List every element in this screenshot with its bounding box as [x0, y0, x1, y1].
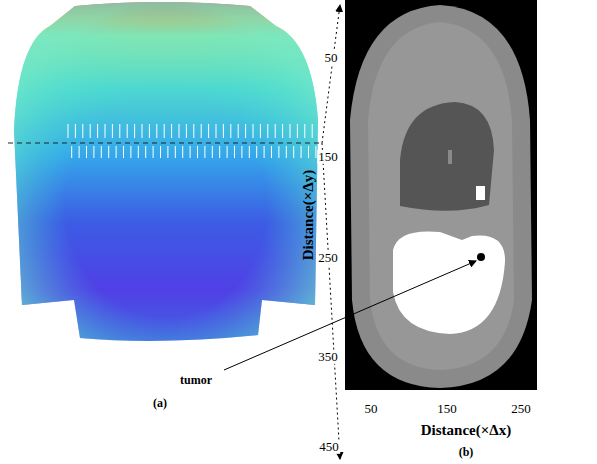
sensor-tick [112, 124, 113, 138]
sensor-tick [208, 124, 209, 138]
sensor-tick [249, 146, 250, 158]
sensor-tick [253, 124, 254, 138]
sensor-tick [297, 124, 298, 138]
sensor-tick [167, 146, 168, 158]
sensor-tick [234, 146, 235, 158]
sensor-tick [301, 146, 302, 158]
sensor-tick [271, 146, 272, 158]
sensor-tick [186, 124, 187, 138]
panel-label: (b) [459, 446, 474, 459]
sensor-tick [127, 124, 128, 138]
axis-tick: 50 [324, 51, 339, 65]
sensor-tick [282, 124, 283, 138]
lung-dark [400, 102, 494, 211]
axis-tick: 250 [317, 251, 339, 265]
body-tissue [368, 22, 514, 370]
sensor-tick [93, 146, 94, 158]
sensor-tick [105, 124, 106, 138]
sensor-tick [171, 124, 172, 138]
torso-shading [14, 2, 318, 341]
slice-line [8, 142, 320, 143]
leader-line [224, 261, 476, 370]
sensor-tick [175, 146, 176, 158]
sensor-tick [227, 146, 228, 158]
sensor-tick [201, 124, 202, 138]
sensor-tick [156, 124, 157, 138]
sensor-tick [216, 124, 217, 138]
axis-tick: 250 [510, 402, 532, 416]
sensor-tick [190, 146, 191, 158]
sensor-tick [223, 124, 224, 138]
projection-line [322, 5, 340, 143]
ct-background [345, 0, 537, 390]
sensor-tick [130, 146, 131, 158]
axis-tick: 150 [317, 150, 339, 164]
sensor-tick [256, 146, 257, 158]
sensor-tick [241, 146, 242, 158]
sensor-tick [138, 146, 139, 158]
sensor-tick [193, 124, 194, 138]
sensor-tick [286, 146, 287, 158]
sensor-tick [275, 124, 276, 138]
sensor-tick [182, 146, 183, 158]
body-slice [350, 5, 532, 388]
sensor-tick [134, 124, 135, 138]
panel-label: (a) [153, 397, 167, 410]
axis-title: Distance(×Δx) [421, 422, 511, 439]
sensor-tick [197, 146, 198, 158]
sensor-tick [312, 124, 313, 138]
torso-surface [14, 2, 318, 341]
sensor-tick [179, 124, 180, 138]
sensor-tick [238, 124, 239, 138]
sensor-tick [267, 124, 268, 138]
axis-tick: 50 [364, 402, 379, 416]
sensor-tick [304, 124, 305, 138]
sensor-tick [68, 124, 69, 138]
sensor-tick [260, 124, 261, 138]
axis-tick: 350 [317, 350, 339, 364]
sensor-tick [108, 146, 109, 158]
axis-tick: 450 [318, 440, 340, 454]
sensor-tick [119, 124, 120, 138]
lung-bright [393, 231, 505, 334]
sensor-tick [278, 146, 279, 158]
sensor-tick [79, 146, 80, 158]
sensor-tick [116, 146, 117, 158]
bright-spot [476, 186, 485, 200]
sensor-tick [315, 146, 316, 158]
sensor-tick [212, 146, 213, 158]
sensor-tick [164, 124, 165, 138]
sensor-tick [101, 146, 102, 158]
sensor-tick [142, 124, 143, 138]
callout-label: tumor [180, 374, 212, 387]
sensor-tick [153, 146, 154, 158]
sensor-tick [123, 146, 124, 158]
sensor-tick [293, 146, 294, 158]
vessel [448, 150, 452, 164]
projection-line [322, 143, 340, 459]
sensor-tick [86, 146, 87, 158]
sensor-tick [290, 124, 291, 138]
axis-tick: 150 [436, 402, 458, 416]
sensor-tick [75, 124, 76, 138]
sensor-tick [90, 124, 91, 138]
sensor-tick [97, 124, 98, 138]
sensor-tick [219, 146, 220, 158]
sensor-tick [82, 124, 83, 138]
sensor-tick [145, 146, 146, 158]
sensor-tick [264, 146, 265, 158]
axis-title: Distance(×Δy) [300, 170, 317, 260]
sensor-ticks [68, 124, 316, 158]
sensor-tick [230, 124, 231, 138]
sensor-tick [71, 146, 72, 158]
sensor-tick [204, 146, 205, 158]
sensor-tick [308, 146, 309, 158]
sensor-tick [245, 124, 246, 138]
sensor-tick [149, 124, 150, 138]
tumor-dot [477, 253, 485, 261]
sensor-tick [160, 146, 161, 158]
